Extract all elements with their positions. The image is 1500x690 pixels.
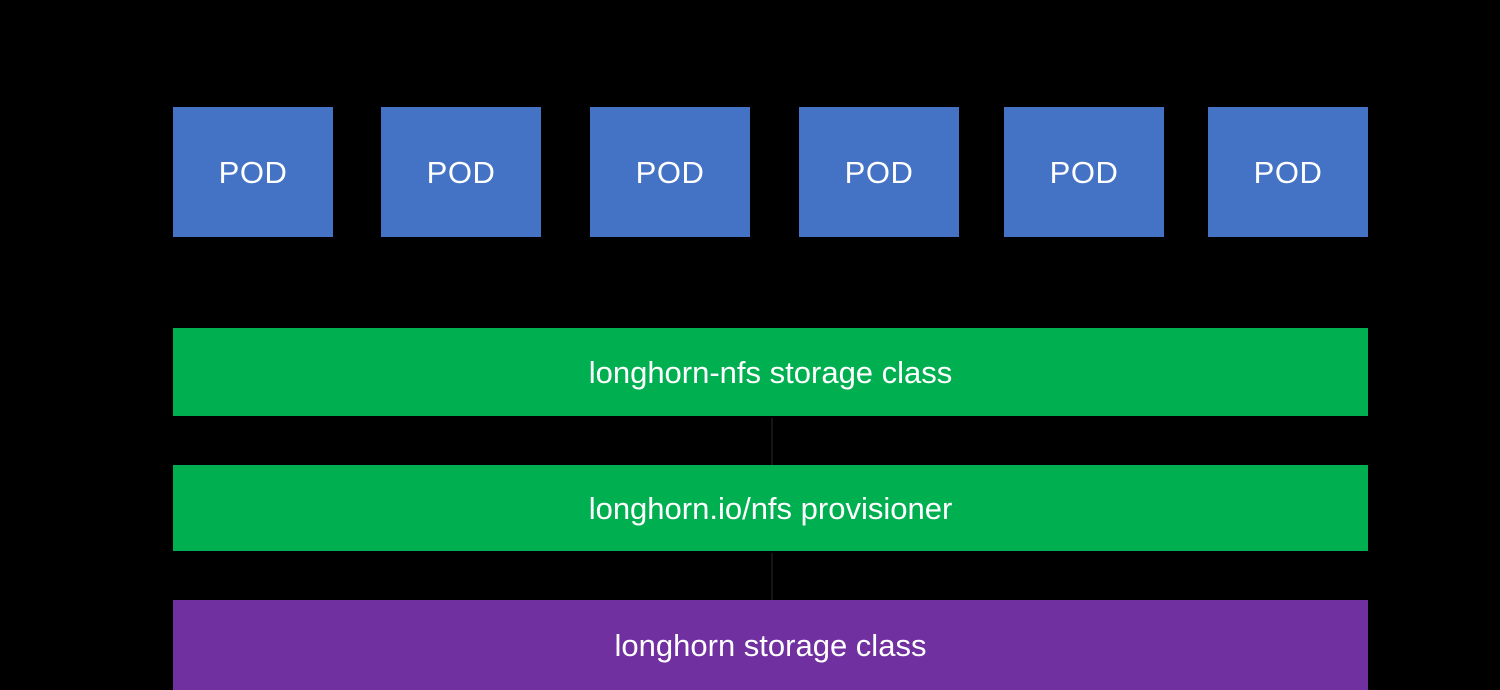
layer-bar-longhorn-nfs-provisioner[interactable]: longhorn.io/nfs provisioner (173, 465, 1368, 551)
layer-bar-longhorn-nfs-storage-class[interactable]: longhorn-nfs storage class (173, 328, 1368, 416)
layer-label: longhorn-nfs storage class (588, 354, 953, 390)
pod-box-5[interactable]: POD (1004, 107, 1164, 237)
pod-box-1[interactable]: POD (173, 107, 333, 237)
connector-line-nfs-to-provisioner (771, 418, 773, 465)
layer-label: longhorn storage class (614, 627, 927, 663)
layer-label: longhorn.io/nfs provisioner (588, 490, 953, 526)
pod-label: POD (1253, 154, 1323, 190)
pod-label: POD (635, 154, 705, 190)
pod-row: POD POD POD POD POD POD (173, 107, 1368, 237)
pod-box-4[interactable]: POD (799, 107, 959, 237)
pod-label: POD (844, 154, 914, 190)
pod-label: POD (218, 154, 288, 190)
connector-line-provisioner-to-longhorn (771, 553, 773, 600)
pod-box-2[interactable]: POD (381, 107, 541, 237)
pod-label: POD (1049, 154, 1119, 190)
layer-bar-longhorn-storage-class[interactable]: longhorn storage class (173, 600, 1368, 690)
pod-label: POD (426, 154, 496, 190)
pod-box-6[interactable]: POD (1208, 107, 1368, 237)
pod-box-3[interactable]: POD (590, 107, 750, 237)
